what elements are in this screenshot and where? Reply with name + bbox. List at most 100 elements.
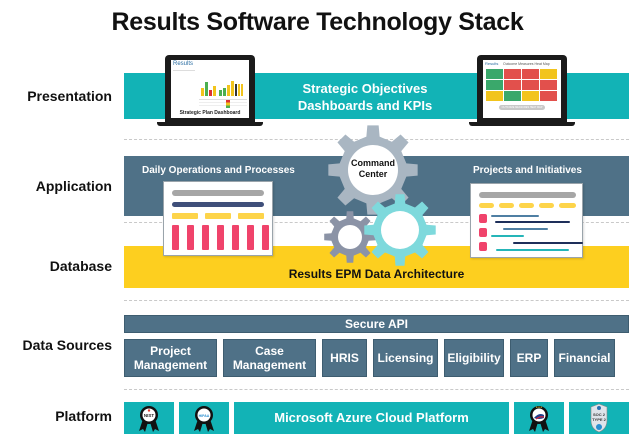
data-source-label: Licensing: [377, 351, 433, 365]
separator: [124, 300, 629, 301]
azure-platform-label: Microsoft Azure Cloud Platform: [274, 410, 469, 425]
data-source-label: Financial: [558, 351, 610, 365]
layer-label-presentation: Presentation: [27, 88, 112, 104]
hipaa-badge-icon: HIPAA: [194, 406, 214, 432]
laptop-screen: Results Strategic Plan Dashboard: [165, 55, 255, 122]
pink-bar: [232, 225, 239, 250]
chart-bar: [219, 90, 222, 96]
card-bar-yellow: [238, 213, 264, 219]
data-source-tile: Financial: [554, 339, 615, 377]
gantt-line: [491, 215, 539, 217]
badge-tile-soc2: SOC 2 TYPE 2: [569, 402, 629, 434]
card-bar-yellow: [499, 203, 514, 208]
data-source-line-1: Financial: [558, 351, 611, 365]
data-source-tile: Eligibility: [444, 339, 504, 377]
app-right-label: Projects and Initiatives: [473, 165, 582, 176]
heatmap-cell: [486, 91, 503, 101]
heatmap-cell: [522, 69, 539, 79]
chart-bar: [201, 88, 204, 96]
laptop-heat-map: Results Outcome Measures Heat Map OUTCOM…: [469, 55, 575, 126]
card-bar-yellow: [559, 203, 576, 208]
data-source-tile: Licensing: [373, 339, 438, 377]
data-source-tile: ERP: [510, 339, 548, 377]
heatmap-button: OUTCOME MEASURES HEAT MAP: [499, 105, 545, 110]
heatmap-cell: [522, 80, 539, 90]
layer-label-data-sources: Data Sources: [22, 337, 112, 353]
heatmap-cell: [504, 80, 521, 90]
chart-bar: [213, 86, 216, 96]
gear-hole: [348, 145, 398, 195]
heatmap-cell: [504, 91, 521, 101]
data-source-label: Eligibility: [447, 351, 500, 365]
gear-label-line-2: Center: [359, 169, 388, 179]
azure-platform-bar: [234, 402, 509, 434]
laptop-base: [469, 122, 575, 126]
data-source-line-2: Management: [133, 358, 208, 372]
heatmap-grid: [486, 69, 558, 102]
laptop-strategic-plan-dashboard: Results Strategic Plan Dashboard: [157, 55, 263, 126]
data-source-line-1: Project: [150, 344, 191, 358]
data-source-line-1: Eligibility: [447, 351, 501, 365]
chart-bar: [231, 81, 234, 96]
nist-badge-icon: NIST: [139, 406, 159, 432]
database-label: Results EPM Data Architecture: [288, 267, 465, 281]
card-bar-yellow: [539, 203, 554, 208]
pink-bar: [247, 225, 254, 250]
presentation-line-1: Strategic Objectives: [302, 81, 428, 96]
layer-label-platform: Platform: [55, 408, 112, 424]
fedramp-badge-icon: ★★★: [529, 405, 549, 432]
heatmap-cell: [522, 91, 539, 101]
card-bar-navy: [172, 202, 264, 207]
badge-tile-nist: NIST: [124, 402, 174, 434]
platform-row: NIST HIPAA Microsoft Azure Cloud Platfor…: [124, 402, 629, 434]
pink-bar: [217, 225, 224, 250]
app-left-label: Daily Operations and Processes: [142, 165, 295, 176]
heatmap-cell: [486, 80, 503, 90]
dashboard-screen: Results Strategic Plan Dashboard: [171, 60, 249, 118]
laptop-screen: Results Outcome Measures Heat Map OUTCOM…: [477, 55, 567, 122]
presentation-line-2: Dashboards and KPIs: [297, 98, 433, 113]
heatmap-cell: [540, 80, 557, 90]
chart-bar: [227, 85, 230, 96]
chart-bar: [241, 84, 243, 96]
results-logo: Results: [485, 61, 499, 66]
separator: [124, 389, 629, 390]
results-logo: Results: [173, 61, 194, 67]
task-marker: [479, 214, 487, 223]
card-bar-yellow: [205, 213, 231, 219]
svg-text:TYPE 2: TYPE 2: [592, 417, 607, 422]
small-gear-icon: [324, 211, 376, 263]
secure-api-bar: [124, 315, 629, 333]
card-bar-yellow: [479, 203, 494, 208]
heatmap-cell: [540, 91, 557, 101]
projects-card: [470, 183, 583, 258]
chart-bar: [235, 84, 237, 96]
chart-bar: [223, 88, 226, 96]
pink-bar: [187, 225, 194, 250]
svg-text:HIPAA: HIPAA: [199, 414, 210, 418]
heatmap-cell: [486, 69, 503, 79]
badge-tile-fedramp: ★★★: [514, 402, 564, 434]
cyan-gear-icon: [364, 194, 436, 266]
chart-bar: [205, 82, 208, 96]
gantt-line: [513, 242, 583, 244]
svg-text:★★★: ★★★: [536, 405, 543, 409]
badge-tile-hipaa: HIPAA: [179, 402, 229, 434]
soc2-shield-icon: SOC 2 TYPE 2: [590, 403, 608, 433]
data-source-label: ERP: [517, 351, 542, 365]
heatmap-screen: Results Outcome Measures Heat Map OUTCOM…: [483, 60, 561, 118]
command-center-gear-icon: [328, 125, 418, 215]
daily-operations-card: [163, 181, 273, 256]
gantt-line: [495, 221, 570, 223]
diagram-title: Results Software Technology Stack: [111, 8, 524, 36]
card-bar-yellow: [172, 213, 198, 219]
gears-illustration: Command Center: [324, 125, 436, 266]
presentation-text: Strategic Objectives Dashboards and KPIs: [270, 80, 460, 114]
data-source-line-1: Case: [255, 344, 284, 358]
chart-bar: [238, 84, 240, 96]
data-table: [199, 99, 247, 108]
sidebar-text: [173, 70, 195, 98]
